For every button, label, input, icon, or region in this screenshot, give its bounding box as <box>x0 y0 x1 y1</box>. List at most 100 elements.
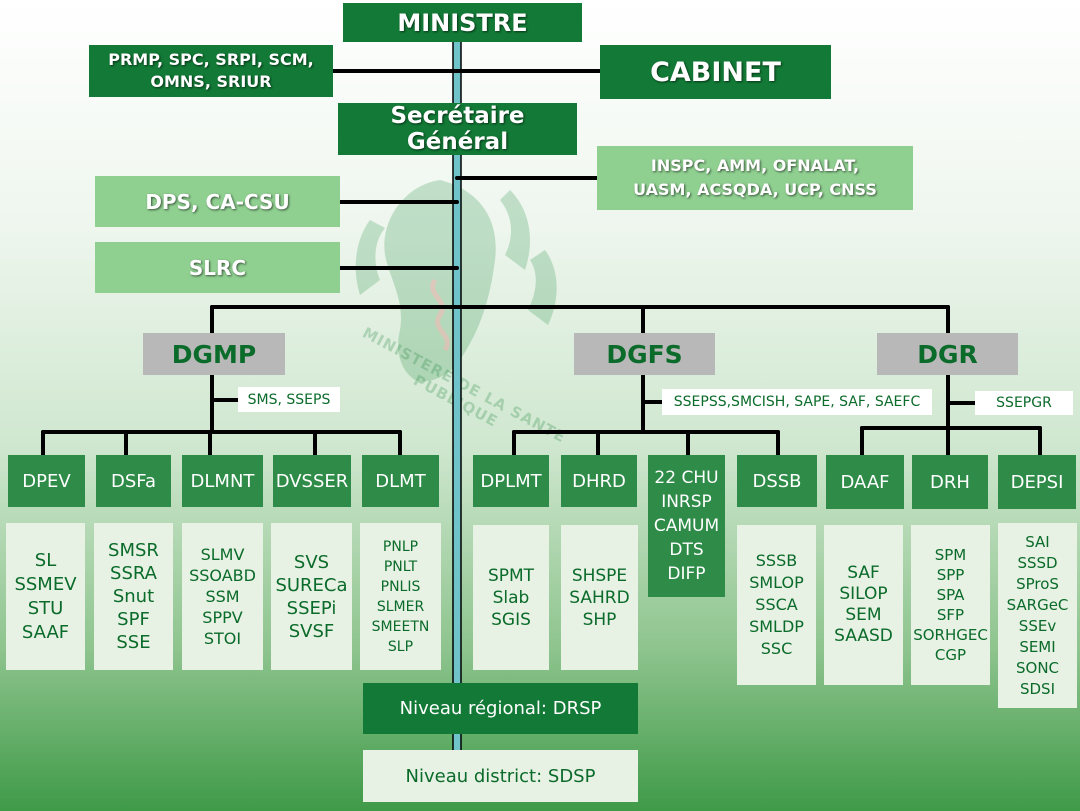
direction-drh: DRH <box>912 455 988 509</box>
chu-group-line: DTS <box>669 540 704 560</box>
services-dlmt: PNLP PNLT PNLIS SLMER SMEETN SLP <box>360 523 441 670</box>
service-item: SL <box>34 549 57 571</box>
direction-dssb: DSSB <box>737 455 817 507</box>
direction-label: DRH <box>930 471 970 493</box>
rattaches-line-1: PRMP, SPC, SRPI, SCM, <box>108 50 314 69</box>
chu-group-line: CAMUM <box>653 516 720 536</box>
service-item: SGIS <box>491 609 531 630</box>
service-item: STU <box>27 597 64 619</box>
niveau-district-label: Niveau district: SDSP <box>405 765 596 787</box>
services-dlmnt: SLMV SSOABD SSM SPPV STOI <box>182 523 263 670</box>
direction-dlmt: DLMT <box>362 455 439 507</box>
niveau-district-box: Niveau district: SDSP <box>363 750 638 802</box>
secretaire-general-label: Secrétaire Général <box>390 103 525 155</box>
dgr-attached-box: SSEPGR <box>975 391 1073 415</box>
services-dhrd: SHSPE SAHRD SHP <box>561 525 638 670</box>
service-item: SMSR <box>108 540 159 561</box>
dgfs-attached-box: SSEPSS,SMCISH, SAPE, SAF, SAEFC <box>662 389 932 415</box>
service-item: SVSF <box>288 620 335 642</box>
service-item: SPMT <box>487 565 535 586</box>
service-item: SSMEV <box>14 573 77 595</box>
service-item: SSEPi <box>286 597 337 619</box>
dgmp-label: DGMP <box>171 339 257 369</box>
dgr-attached-label: SSEPGR <box>996 395 1052 411</box>
direction-label: DPEV <box>22 470 71 492</box>
direction-dlmnt: DLMNT <box>182 455 263 507</box>
direction-label: 22 CHU <box>654 468 719 488</box>
dgfs-box: DGFS <box>574 333 715 375</box>
service-item: SLP <box>387 638 414 655</box>
direction-label: DLMT <box>375 470 426 492</box>
dps-box: DPS, CA-CSU <box>95 176 340 227</box>
sg-rattaches-box: INSPC, AMM, OFNALAT, UASM, ACSQDA, UCP, … <box>597 146 913 210</box>
chu-group-line: INRSP <box>661 492 712 512</box>
slrc-label: SLRC <box>188 255 247 280</box>
dgr-label: DGR <box>917 339 978 369</box>
service-item: SMEETN <box>371 618 430 635</box>
service-item: SAI <box>1025 532 1050 551</box>
service-item: SAAF <box>21 621 70 643</box>
service-item: SARGeC <box>1006 595 1069 614</box>
service-item: Slab <box>492 587 530 608</box>
service-item: SSSD <box>1017 553 1058 572</box>
service-item: SSRA <box>110 563 157 584</box>
direction-label: DSFa <box>110 470 157 492</box>
direction-label: DLMNT <box>190 470 255 492</box>
service-item: SAF <box>847 563 880 583</box>
cabinet-box: CABINET <box>600 45 831 99</box>
cabinet-label: CABINET <box>650 56 781 88</box>
service-item: SSOABD <box>189 566 256 585</box>
services-dvsser: SVS SURECa SSEPi SVSF <box>271 523 352 670</box>
dgmp-box: DGMP <box>143 333 285 375</box>
service-item: SORHGEC <box>913 626 988 644</box>
service-item: SProS <box>1016 574 1059 593</box>
secretaire-general-box: Secrétaire Général <box>338 103 577 155</box>
service-item: SPA <box>936 586 965 604</box>
service-item: SILOP <box>839 584 888 604</box>
services-dssb: SSSB SMLOP SSCA SMLDP SSC <box>737 525 816 685</box>
direction-label: DAAF <box>840 471 890 493</box>
direction-dplmt: DPLMT <box>473 455 549 507</box>
service-item: STOI <box>203 629 242 648</box>
direction-daaf: DAAF <box>826 455 904 509</box>
chu-group-line: DIFP <box>667 564 706 584</box>
niveau-regional-box: Niveau régional: DRSP <box>363 683 638 734</box>
service-item: PNLIS <box>380 578 421 595</box>
direction-label: DSSB <box>752 470 802 492</box>
service-item: SSM <box>205 587 240 606</box>
service-item: CGP <box>934 646 967 664</box>
service-item: SFP <box>936 606 965 624</box>
service-item: SSEv <box>1018 616 1057 635</box>
sg-rattaches-line-1: INSPC, AMM, OFNALAT, <box>650 156 860 175</box>
direction-dpev: DPEV <box>8 455 85 507</box>
service-item: SONC <box>1015 658 1060 677</box>
sg-rattaches-line-2: UASM, ACSQDA, UCP, CNSS <box>633 180 877 199</box>
direction-chu-group: 22 CHU INRSP CAMUM DTS DIFP <box>648 455 725 597</box>
service-item: SPPV <box>202 608 243 627</box>
niveau-regional-label: Niveau régional: DRSP <box>399 698 602 719</box>
dgr-box: DGR <box>877 333 1018 375</box>
service-item: SHP <box>582 609 617 630</box>
direction-dsfa: DSFa <box>96 455 171 507</box>
services-drh: SPM SPP SPA SFP SORHGEC CGP <box>911 525 990 685</box>
service-item: SMLOP <box>749 573 804 592</box>
dgmp-attached-label: SMS, SSEPS <box>247 391 331 408</box>
direction-dhrd: DHRD <box>561 455 637 507</box>
service-item: SAASD <box>834 626 893 646</box>
ministry-emblem-watermark <box>355 180 557 382</box>
slrc-box: SLRC <box>95 242 340 293</box>
services-dplmt: SPMT Slab SGIS <box>473 525 549 670</box>
services-dpev: SL SSMEV STU SAAF <box>6 523 85 670</box>
service-item: SPF <box>117 609 150 630</box>
service-item: SAHRD <box>569 587 630 608</box>
service-item: SSE <box>116 632 151 653</box>
direction-label: DVSSER <box>275 470 349 492</box>
service-item: SEMI <box>1019 637 1056 656</box>
service-item: SLMER <box>376 598 425 615</box>
service-item: SHSPE <box>571 565 628 586</box>
service-item: SMLDP <box>749 617 804 636</box>
dps-label: DPS, CA-CSU <box>145 189 290 214</box>
direction-label: DHRD <box>572 470 626 492</box>
service-item: SURECa <box>275 574 348 596</box>
service-item: SSSB <box>755 551 798 570</box>
